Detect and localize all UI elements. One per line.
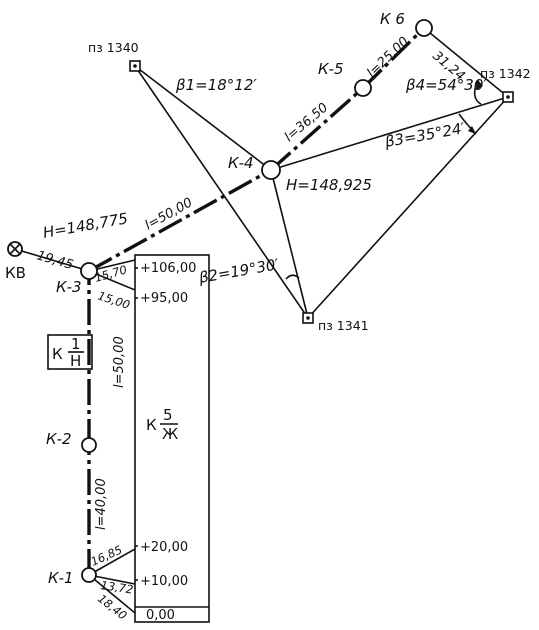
label-elev-k4: H=148,925: [286, 176, 372, 194]
label-k6: К 6: [380, 10, 405, 28]
label-offset-k3-b: 15,00: [96, 289, 132, 312]
profile-strip: [134, 254, 210, 623]
well-box: [47, 334, 93, 370]
traverse-k5-k6: [361, 26, 426, 90]
profile-num: 5: [163, 406, 173, 424]
label-len-kv-k3: 19,45: [35, 248, 75, 273]
angle-arc-beta2: [285, 274, 300, 280]
station-k3: [80, 262, 98, 280]
label-k1: К-1: [48, 569, 74, 587]
label-beta1: β1=18°12′: [175, 76, 257, 94]
tie-k1-20: [88, 548, 136, 576]
profile-den: Ж: [162, 425, 178, 443]
kv-to-k3: [14, 248, 90, 272]
arrow-head-beta3: [468, 126, 476, 134]
traverse-k3-k4: [88, 168, 272, 273]
control-point-pz1342-icon: [502, 91, 514, 103]
well-box-num: 1: [71, 335, 81, 353]
line-pz1340-pz1341: [134, 65, 309, 319]
station-k1: [81, 567, 97, 583]
picket-label: 0,00: [146, 608, 175, 623]
station-k2: [81, 437, 97, 453]
station-k4: [261, 160, 281, 180]
label-k5: К-5: [318, 60, 344, 78]
profile-k: К: [146, 416, 157, 434]
picket-label: +95,00: [140, 291, 188, 306]
well-box-k: К: [52, 345, 63, 363]
arrow-head-beta4: [476, 80, 483, 90]
label-beta3: β3=35°24′: [383, 119, 467, 151]
label-offset-k1-c: 18,40: [95, 591, 130, 622]
label-beta4: β4=54°30′: [405, 76, 487, 94]
picket-label: +106,00: [140, 261, 196, 276]
label-pz1340: пз 1340: [88, 40, 139, 55]
label-kv: КВ: [5, 264, 26, 282]
label-len-k2-k3: l=50,00: [112, 336, 127, 388]
label-len-k1-k2: l=40,00: [94, 478, 109, 530]
label-pz1341: пз 1341: [318, 318, 369, 333]
control-point-pz1341-icon: [302, 312, 314, 324]
picket-label: +20,00: [140, 540, 188, 555]
picket-label: +10,00: [140, 574, 188, 589]
station-k6: [415, 19, 433, 37]
line-k6-pz1342: [423, 27, 509, 98]
label-k2: К-2: [46, 430, 72, 448]
label-elev-k3: H=148,775: [42, 209, 130, 242]
label-len-k5-k6: l=25,00: [364, 34, 412, 81]
line-pz1341-pz1342: [307, 96, 509, 319]
line-k4-pz1342: [270, 96, 509, 171]
traverse-k4-k5: [269, 86, 365, 172]
kv-marker-icon: [7, 241, 23, 257]
label-k3: К-3: [56, 278, 82, 296]
tie-k1-0: [88, 574, 136, 614]
control-point-pz1340-icon: [129, 60, 141, 72]
line-pz1340-k4: [134, 65, 272, 171]
label-offset-k1-b: 13,72: [100, 578, 135, 596]
label-k4: К-4: [228, 154, 254, 172]
well-box-den: Н: [70, 352, 81, 370]
line-k4-pz1341: [270, 169, 309, 319]
label-pz1342: пз 1342: [480, 66, 531, 81]
station-k5: [354, 79, 372, 97]
angle-arc-beta4: [473, 79, 482, 105]
